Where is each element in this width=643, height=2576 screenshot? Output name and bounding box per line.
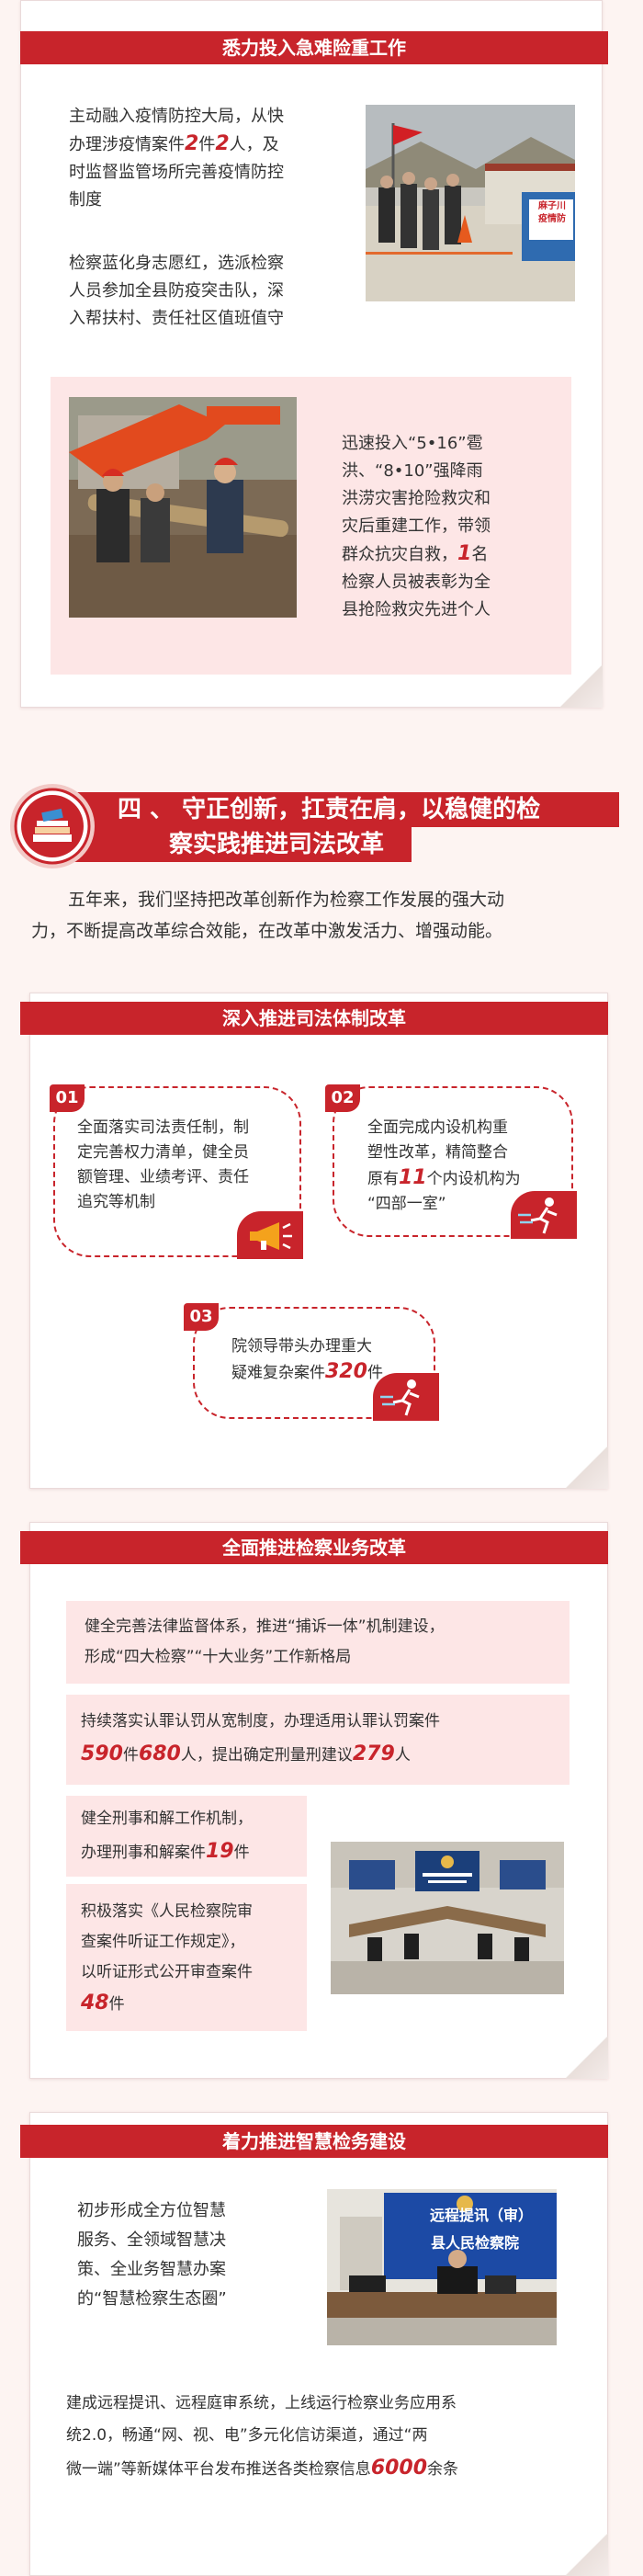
flood-rescue-photo [69,397,297,618]
reform2-block-2-text: 持续落实认罪认罚从宽制度，办理适用认罪认罚案件 590件680人，提出确定刑量刑… [81,1712,440,1765]
hearing-room-photo [331,1842,564,1994]
reform-item-03-number: 03 [184,1303,219,1331]
reform2-block-4-text: 积极落实《人民检察院审 查案件听证工作规定》， 以听证形式公开审查案件 48件 [81,1902,253,2014]
reform2-block-1 [66,1601,570,1684]
epidemic-checkpoint-photo: 麻子川 疫情防 [366,105,575,301]
section-band-emergency: 悉力投入急难险重工作 [20,31,608,64]
reform-item-02-text: 全面完成内设机构重 塑性改革，精简整合 原有11个内设机构为 “四部一室” [367,1118,521,1213]
checkpoint-sign-text: 麻子川 疫情防 [538,201,566,224]
remote-hearing-photo: 远程提讯（审） 县人民检察院 [327,2189,557,2345]
books-emblem-icon [9,783,96,869]
reform-item-03-text: 院领导带头办理重大 疑难复杂案件320件 [231,1337,383,1383]
page-fold-decoration [566,2534,608,2576]
reform2-block-1-text: 健全完善法律监督体系，推进“捕诉一体”机制建设， 形成“四大检察”“十大业务”工… [85,1617,445,1666]
section-band-smart-procuratorate: 着力推进智慧检务建设 [20,2125,608,2158]
section-four-title-line1: 四 、 守正创新，扛责在肩，以稳健的检 [68,792,619,827]
reform2-block-2 [66,1695,570,1785]
section-band-judicial-reform: 深入推进司法体制改革 [20,1002,608,1035]
smart-ecosystem-paragraph: 初步形成全方位智慧 服务、全领域智慧决 策、全业务智慧办案 的“智慧检察生态圈” [77,2201,227,2309]
reform2-block-4 [66,1884,307,2031]
reform-item-02-number: 02 [325,1084,360,1112]
page-fold-decoration [566,1447,608,1489]
page-fold-decoration [566,2037,608,2079]
reform-item-01-text: 全面落实司法责任制，制 定完善权力清单，健全员 额管理、业绩考评、责任 追究等机… [77,1118,249,1211]
remote-hearing-screen-text: 远程提讯（审） 县人民检察院 [429,2207,533,2252]
megaphone-icon [237,1211,303,1259]
section-four-heading: 四 、 守正创新，扛责在肩，以稳健的检 察实践推进司法改革 [9,783,625,869]
section-band-procuratorial-reform: 全面推进检察业务改革 [20,1531,608,1564]
runner-icon [511,1191,577,1239]
reform2-block-3-text: 健全刑事和解工作机制， 办理刑事和解案件19件 [81,1810,253,1863]
reform-item-01-number: 01 [50,1084,85,1112]
section-four-intro: 五年来，我们坚持把改革创新作为检察工作发展的强大动 力，不断提高改革综合效能，在… [31,890,505,941]
flood-relief-paragraph: 迅速投入“5•16”雹 洪、“8•10”强降雨 洪涝灾害抢险救灾和 灾后重建工作… [342,434,491,619]
section-four-title-line2: 察实践推进司法改革 [68,827,412,862]
runner-icon [373,1373,439,1421]
reform2-block-3 [66,1796,307,1877]
volunteer-paragraph: 检察蓝化身志愿红，选派检察 人员参加全县防疫突击队，深 入帮扶村、责任社区值班值… [69,254,284,328]
smart-system-paragraph: 建成远程提讯、远程庭审系统，上线运行检察业务应用系 统2.0，畅通“网、视、电”… [66,2394,459,2480]
epidemic-paragraph: 主动融入疫情防控大局，从快 办理涉疫情案件2件2人，及 时监督监管场所完善疫情防… [69,107,284,210]
